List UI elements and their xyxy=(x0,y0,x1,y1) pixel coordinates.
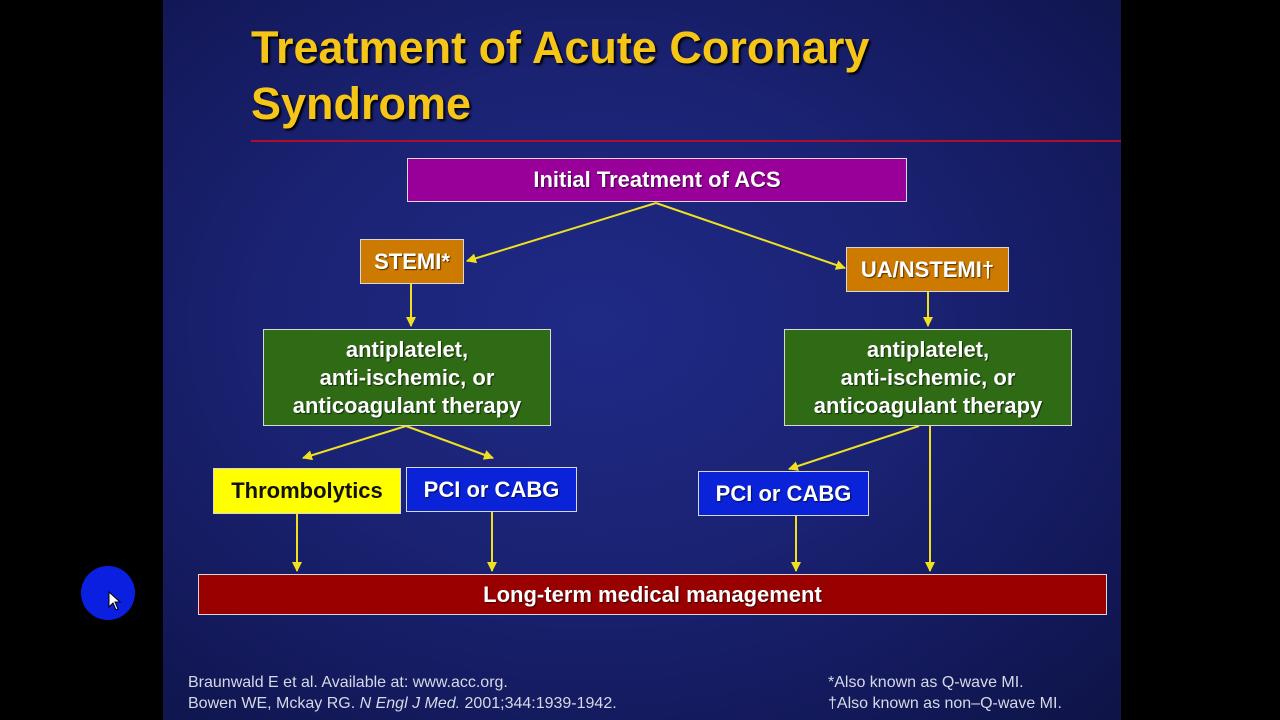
reference-2-journal: N Engl J Med. xyxy=(359,695,461,712)
flow-arrows xyxy=(292,202,935,572)
therapy-right-line-2: anti-ischemic, or xyxy=(840,364,1016,390)
pointer-arrow-icon xyxy=(108,591,122,611)
arrow-therapy-right-to-pci xyxy=(788,425,920,471)
pci-cabg-left-label: PCI or CABG xyxy=(423,476,560,502)
title-line-1: Treatment of Acute Coronary xyxy=(251,22,870,73)
reference-2-citation: 2001;344:1939-1942. xyxy=(460,695,617,712)
therapy-right-line-3: anticoagulant therapy xyxy=(813,392,1043,418)
initial-treatment-label: Initial Treatment of ACS xyxy=(533,167,781,192)
arrow-therapy-to-pci-left xyxy=(405,425,494,460)
pci-cabg-box-right: PCI or CABG xyxy=(698,471,869,516)
long-term-management-box: Long-term medical management xyxy=(198,574,1107,615)
stemi-box: STEMI* xyxy=(360,239,464,284)
slide-title: Treatment of Acute Coronary Syndrome xyxy=(251,20,869,132)
arrow-initial-to-stemi xyxy=(466,202,657,264)
therapy-left-line-2: anti-ischemic, or xyxy=(319,364,495,390)
reference-1-text: Braunwald E et al. Available at: www.acc… xyxy=(188,674,508,691)
pci-cabg-box-left: PCI or CABG xyxy=(406,467,577,512)
footnote-ua-nstemi: †Also known as non–Q-wave MI. xyxy=(828,693,1062,714)
long-term-management-label: Long-term medical management xyxy=(483,581,822,607)
footnote-stemi: *Also known as Q-wave MI. xyxy=(828,672,1024,693)
title-divider xyxy=(251,140,1121,142)
arrow-therapy-to-thrombolytics xyxy=(302,425,407,461)
arrow-initial-to-ua-nstemi xyxy=(655,202,846,270)
reference-1: Braunwald E et al. Available at: www.acc… xyxy=(188,672,508,693)
pci-cabg-right-label: PCI or CABG xyxy=(715,480,852,506)
initial-treatment-box: Initial Treatment of ACS xyxy=(407,158,907,202)
therapy-box-right: antiplatelet, anti-ischemic, or anticoag… xyxy=(784,329,1072,426)
therapy-box-left: antiplatelet, anti-ischemic, or anticoag… xyxy=(263,329,551,426)
footnote-stemi-text: *Also known as Q-wave MI. xyxy=(828,674,1024,691)
thrombolytics-label: Thrombolytics xyxy=(231,478,383,503)
ua-nstemi-label: UA/NSTEMI† xyxy=(860,256,995,282)
ua-nstemi-box: UA/NSTEMI† xyxy=(846,247,1009,292)
footnote-ua-nstemi-text: †Also known as non–Q-wave MI. xyxy=(828,695,1062,712)
stemi-label: STEMI* xyxy=(374,248,450,274)
thrombolytics-box: Thrombolytics xyxy=(213,468,401,514)
reference-2: Bowen WE, Mckay RG. N Engl J Med. 2001;3… xyxy=(188,693,617,714)
therapy-left-line-3: anticoagulant therapy xyxy=(292,392,522,418)
cursor-highlight xyxy=(81,566,135,620)
therapy-left-line-1: antiplatelet, xyxy=(345,336,469,362)
reference-2-authors: Bowen WE, Mckay RG. xyxy=(188,695,360,712)
therapy-right-line-1: antiplatelet, xyxy=(866,336,990,362)
title-line-2: Syndrome xyxy=(251,78,472,129)
slide: Treatment of Acute Coronary Syndrome xyxy=(163,0,1121,720)
